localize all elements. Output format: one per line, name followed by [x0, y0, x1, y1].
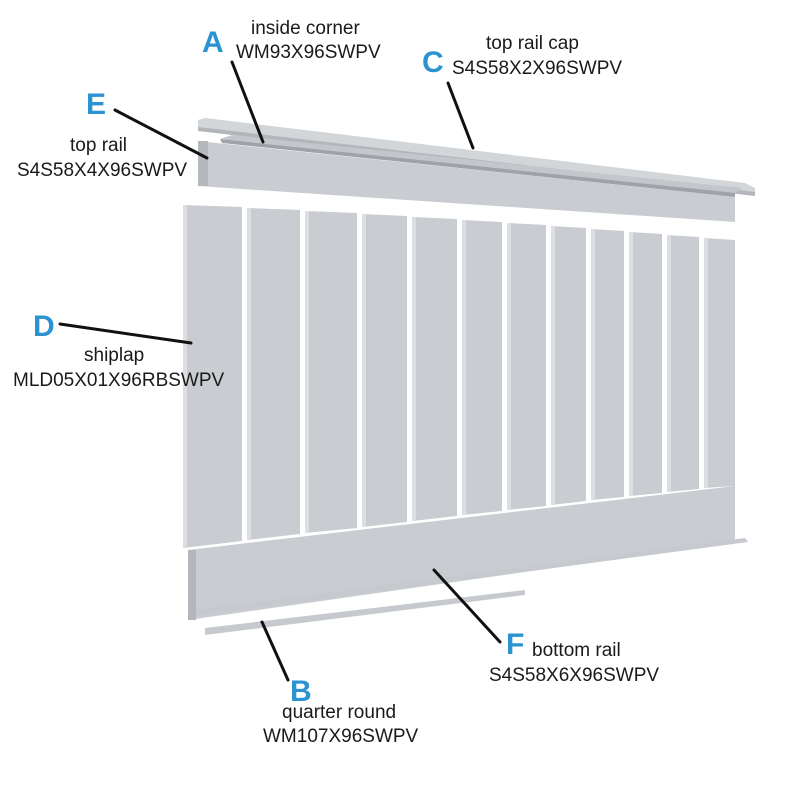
- shiplap-board-edge: [305, 211, 309, 533]
- callout-e-code: S4S58X4X96SWPV: [17, 160, 187, 182]
- callout-f: F: [506, 630, 524, 660]
- callout-f-letter: F: [506, 628, 525, 661]
- callout-f-name: bottom rail: [532, 640, 621, 662]
- bottom-rail-piece: [188, 486, 735, 620]
- callout-e-name: top rail: [70, 135, 127, 157]
- part-c-code: S4S58X2X96SWPV: [452, 58, 623, 79]
- shiplap-board: [667, 235, 699, 492]
- leader-line-a: [230, 60, 265, 144]
- shiplap-board: [305, 211, 357, 533]
- callout-c: C: [422, 48, 444, 78]
- shiplap-board-edge: [247, 208, 251, 540]
- part-d-name: shiplap: [84, 345, 145, 366]
- callout-a-letter: A: [202, 26, 224, 59]
- shiplap-board-edge: [704, 238, 708, 488]
- callout-f-code: S4S58X6X96SWPV: [489, 665, 659, 687]
- part-e-code: S4S58X4X96SWPV: [17, 160, 188, 181]
- callout-b-name: quarter round: [282, 702, 396, 724]
- shiplap-board-edge: [507, 223, 511, 510]
- leader-line-f: [432, 568, 502, 644]
- shiplap-boards: [183, 205, 735, 548]
- callout-e-letter: E: [86, 88, 107, 121]
- shiplap-board: [551, 226, 586, 505]
- leader-line-c: [446, 81, 475, 150]
- shiplap-board-edge: [362, 214, 366, 527]
- callout-c-code: S4S58X2X96SWPV: [452, 58, 622, 80]
- callout-c-name: top rail cap: [486, 33, 579, 55]
- shiplap-board: [591, 229, 624, 500]
- part-a-name: inside corner: [251, 18, 360, 39]
- shiplap-board-edge: [412, 217, 416, 521]
- callout-d-name: shiplap: [84, 345, 144, 367]
- bottom-rail-cap-piece: [196, 538, 748, 616]
- part-e-name: top rail: [70, 135, 128, 156]
- shiplap-board: [704, 238, 735, 488]
- shiplap-board: [247, 208, 300, 540]
- part-f-name: bottom rail: [532, 640, 621, 661]
- shiplap-board-edge: [462, 220, 466, 515]
- shiplap-board: [507, 223, 546, 510]
- callout-d-letter: D: [33, 310, 55, 343]
- shiplap-board-edge: [551, 226, 555, 505]
- part-c-name: top rail cap: [486, 33, 579, 54]
- leader-line-e: [113, 108, 209, 160]
- part-f-code: S4S58X6X96SWPV: [489, 665, 660, 686]
- shiplap-board-edge: [629, 232, 633, 496]
- callout-a-code: WM93X96SWPV: [236, 42, 381, 64]
- shiplap-board: [629, 232, 662, 496]
- part-d-code: MLD05X01X96RBSWPV: [13, 370, 225, 391]
- callout-b: B: [290, 677, 312, 707]
- leader-line-b: [260, 620, 290, 682]
- inside-corner-piece: [220, 135, 742, 197]
- callout-b-code: WM107X96SWPV: [263, 726, 418, 748]
- leader-line-d: [58, 322, 193, 345]
- callout-d-code: MLD05X01X96RBSWPV: [13, 370, 224, 392]
- callout-d: D: [33, 312, 55, 342]
- shiplap-board-edge: [667, 235, 671, 492]
- shiplap-board: [462, 220, 502, 515]
- shiplap-board: [183, 205, 242, 548]
- part-b-code: WM107X96SWPV: [263, 726, 419, 747]
- shiplap-board: [412, 217, 457, 521]
- callout-a: A: [202, 28, 224, 58]
- part-a-code: WM93X96SWPV: [236, 42, 381, 63]
- shiplap-board-edge: [183, 205, 187, 548]
- callout-b-letter: B: [290, 675, 312, 708]
- quarter-round-piece: [205, 590, 525, 635]
- part-b-name: quarter round: [282, 702, 397, 723]
- shiplap-board-edge: [591, 229, 595, 500]
- callout-e: E: [86, 90, 106, 120]
- top-rail-piece: [198, 141, 735, 222]
- callout-c-letter: C: [422, 46, 444, 79]
- callout-a-name: inside corner: [251, 18, 360, 40]
- shiplap-board: [362, 214, 407, 527]
